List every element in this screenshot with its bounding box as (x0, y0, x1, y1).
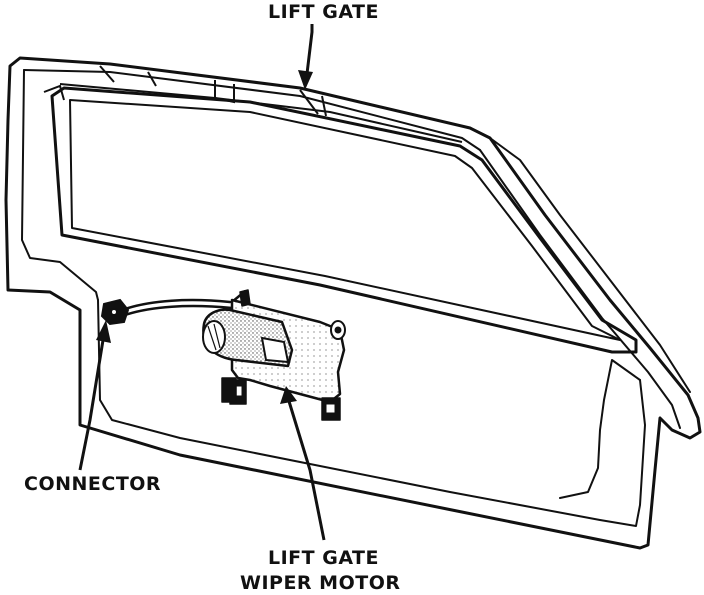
leader-arrow-connector (78, 320, 111, 471)
wiper-motor (202, 289, 346, 421)
wiper-motor-label-line1: LIFT GATE (268, 547, 379, 569)
lift-gate-body (4, 56, 702, 550)
wiper-motor-label-line2: WIPER MOTOR (240, 572, 401, 594)
leader-arrow-lift-gate (298, 24, 314, 90)
top-trim-strip (43, 65, 463, 143)
connector-plug (100, 298, 130, 326)
leader-arrow-wiper-motor (280, 386, 326, 541)
lift-gate-label: LIFT GATE (268, 1, 379, 23)
connector-label: CONNECTOR (24, 473, 162, 495)
rear-window (50, 86, 638, 354)
